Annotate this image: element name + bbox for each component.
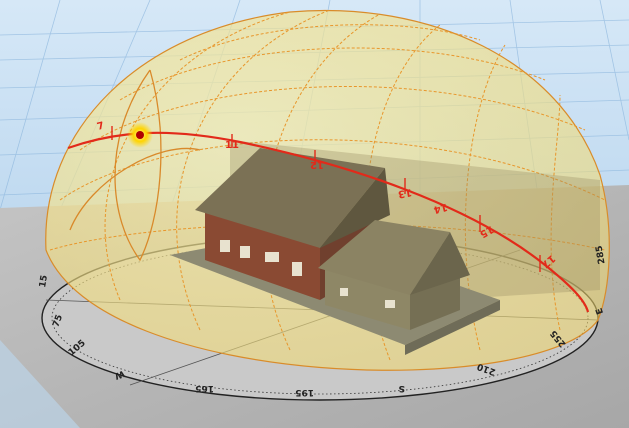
compass-label: S: [399, 383, 405, 393]
compass-label: 165: [195, 383, 214, 393]
dome-parallels: [49, 24, 606, 251]
compass-label: 75: [51, 313, 65, 328]
compass-label: W: [113, 368, 126, 381]
compass-label: 15: [38, 274, 50, 288]
solar-loops: [69, 69, 201, 262]
hour-label: 11: [225, 140, 239, 151]
main-roof-side: [320, 168, 390, 248]
annex-roof-side: [410, 232, 470, 295]
compass-label: 195: [295, 387, 314, 397]
hour-label: 14: [432, 201, 448, 215]
main-wall-front: [205, 205, 320, 300]
sun-path-ticks: [111, 126, 541, 272]
house-model: [170, 148, 500, 355]
annex-roof-front: [318, 220, 450, 295]
annex-wall-front: [325, 265, 410, 330]
main-roof-front: [195, 148, 385, 248]
hour-label: 13: [397, 186, 413, 199]
hour-label: 7: [96, 120, 106, 132]
compass-label: 285: [595, 245, 608, 265]
hour-label: 12: [310, 159, 324, 170]
sun-marker[interactable]: [127, 122, 153, 148]
ground-strip-lower: [0, 340, 80, 428]
compass-label: E: [595, 306, 607, 315]
